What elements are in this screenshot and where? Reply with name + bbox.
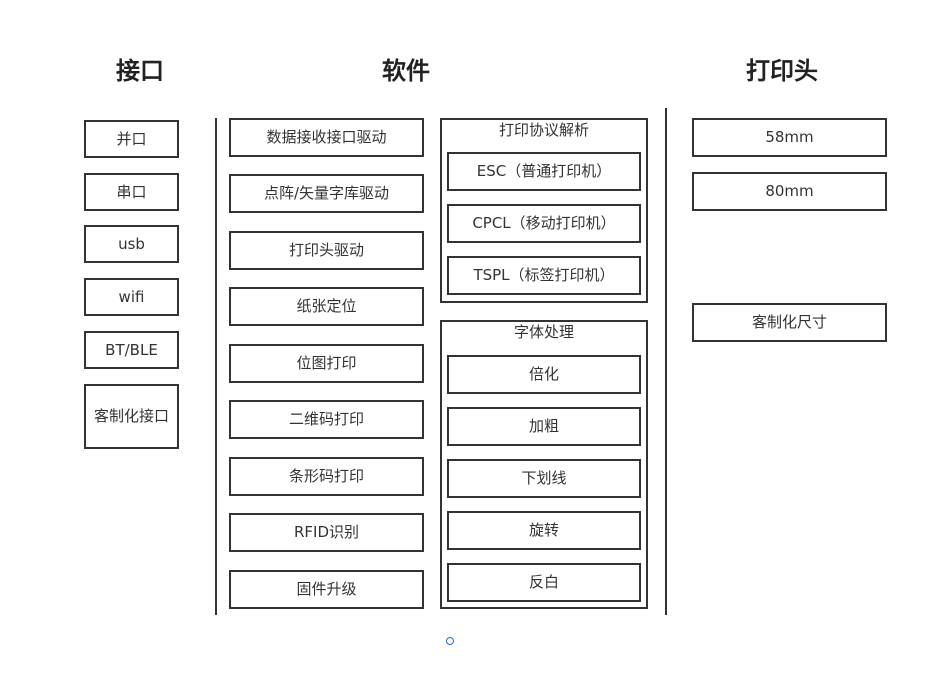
interface-bt-ble: BT/BLE: [84, 331, 179, 369]
font-bold: 加粗: [447, 407, 641, 446]
software-heading: 软件: [382, 57, 430, 85]
connection-handle-icon[interactable]: [446, 637, 454, 645]
font-group-title: 字体处理: [513, 323, 574, 341]
software-paper-positioning: 纸张定位: [229, 287, 424, 326]
interface-parallel: 并口: [84, 120, 179, 158]
protocol-cpcl: CPCL（移动打印机）: [447, 204, 641, 243]
divider-left: [215, 118, 217, 615]
font-scale: 倍化: [447, 355, 641, 394]
font-invert: 反白: [447, 563, 641, 602]
printhead-80mm: 80mm: [692, 172, 887, 211]
protocol-tspl: TSPL（标签打印机）: [447, 256, 641, 295]
protocol-esc: ESC（普通打印机）: [447, 152, 641, 191]
divider-right: [665, 108, 667, 615]
font-underline: 下划线: [447, 459, 641, 498]
printhead-58mm: 58mm: [692, 118, 887, 157]
software-qrcode-print: 二维码打印: [229, 400, 424, 439]
interface-wifi: wifi: [84, 278, 179, 316]
software-printhead-driver: 打印头驱动: [229, 231, 424, 270]
software-rfid: RFID识别: [229, 513, 424, 552]
printhead-heading: 打印头: [746, 57, 818, 85]
software-bitmap-print: 位图打印: [229, 344, 424, 383]
protocol-group-title: 打印协议解析: [498, 121, 589, 139]
interface-custom: 客制化接口: [84, 384, 179, 449]
software-font-driver: 点阵/矢量字库驱动: [229, 174, 424, 213]
interface-heading: 接口: [116, 57, 164, 85]
software-data-receive-driver: 数据接收接口驱动: [229, 118, 424, 157]
software-firmware-upgrade: 固件升级: [229, 570, 424, 609]
software-barcode-print: 条形码打印: [229, 457, 424, 496]
interface-serial: 串口: [84, 173, 179, 211]
interface-usb: usb: [84, 225, 179, 263]
font-rotate: 旋转: [447, 511, 641, 550]
printhead-custom-size: 客制化尺寸: [692, 303, 887, 342]
